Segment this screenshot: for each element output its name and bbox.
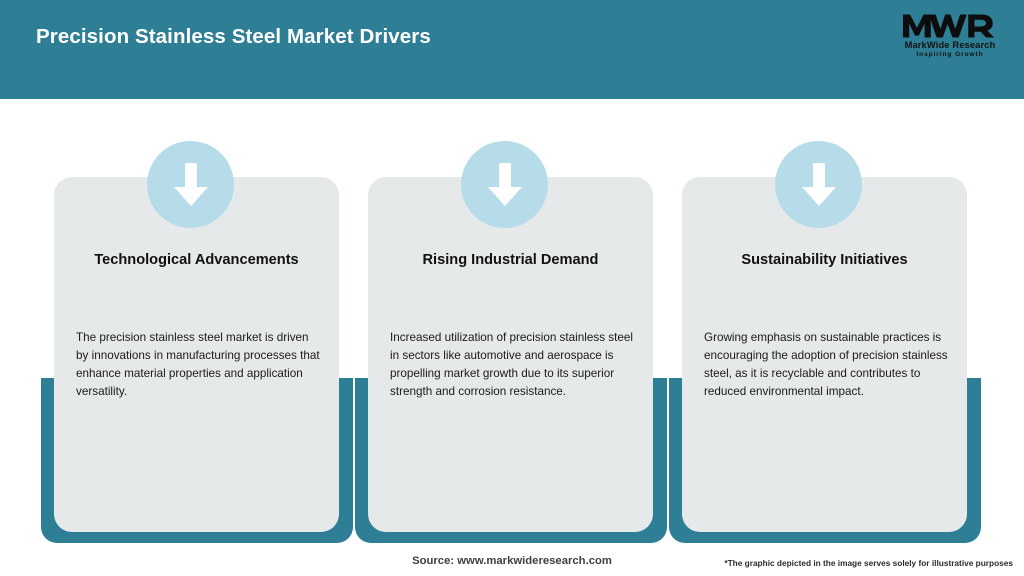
logo-company-name: MarkWide Research — [904, 40, 996, 50]
driver-card-3: Sustainability Initiatives Growing empha… — [669, 0, 981, 576]
card-title: Technological Advancements — [94, 252, 299, 268]
page-title: Precision Stainless Steel Market Drivers — [36, 25, 431, 48]
logo-tagline: Inspiring Growth — [916, 51, 984, 59]
card-surface: Rising Industrial Demand Increased utili… — [368, 177, 653, 532]
card-icon-badge — [461, 141, 548, 228]
card-title: Sustainability Initiatives — [741, 252, 908, 268]
card-body-text: The precision stainless steel market is … — [76, 331, 320, 399]
arrow-down-icon — [487, 163, 522, 206]
card-icon-badge — [147, 141, 234, 228]
arrow-down-icon — [801, 163, 836, 206]
arrow-down-icon — [173, 163, 208, 206]
driver-card-2: Rising Industrial Demand Increased utili… — [355, 0, 667, 576]
header-bar: Precision Stainless Steel Market Drivers… — [0, 0, 1024, 99]
card-surface: Sustainability Initiatives Growing empha… — [682, 177, 967, 532]
brand-logo: MarkWide Research Inspiring Growth — [890, 11, 1010, 63]
card-title: Rising Industrial Demand — [422, 252, 599, 268]
driver-card-1: Technological Advancements The precision… — [41, 0, 353, 576]
source-label: Source: www.markwideresearch.com — [412, 555, 612, 567]
card-body-text: Growing emphasis on sustainable practice… — [704, 331, 948, 399]
mwr-logo-icon — [902, 14, 995, 38]
card-body-text: Increased utilization of precision stain… — [390, 331, 633, 399]
card-surface: Technological Advancements The precision… — [54, 177, 339, 532]
card-icon-badge — [775, 141, 862, 228]
disclaimer-note: *The graphic depicted in the image serve… — [724, 558, 1013, 568]
